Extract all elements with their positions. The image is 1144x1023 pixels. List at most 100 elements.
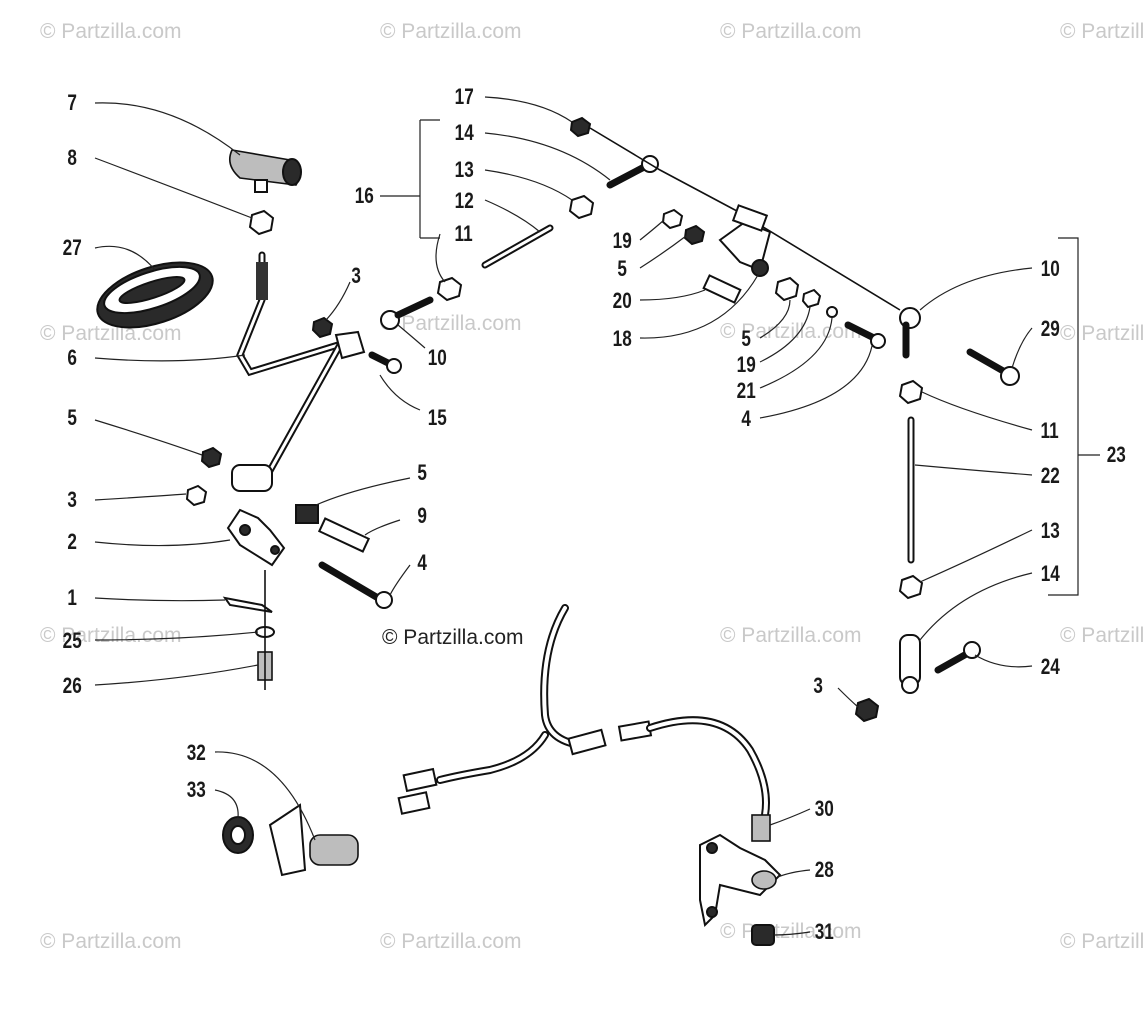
part-19-washer-right: [801, 288, 822, 309]
callout-29: 29: [1041, 317, 1060, 342]
part-5-spacer-right: [774, 276, 800, 302]
watermark: © Partzilla.com: [720, 624, 862, 647]
leader-lines: [94, 96, 1100, 936]
callout-8: 8: [67, 146, 77, 171]
callout-5: 5: [417, 461, 427, 486]
part-wiring-harness: [397, 604, 771, 842]
watermark: © Partzilla.com: [720, 20, 862, 43]
callout-4: 4: [741, 407, 751, 432]
part-3-nut: [311, 316, 334, 339]
callout-12: 12: [455, 189, 474, 214]
callout-16: 16: [355, 184, 374, 209]
callout-33: 33: [187, 778, 206, 803]
part-5-spacer: [683, 224, 706, 246]
callout-6: 6: [67, 346, 77, 371]
callout-5: 5: [67, 406, 77, 431]
part-10-rod-end: [380, 296, 434, 330]
part-13-nut-right: [898, 574, 924, 600]
watermark: © Partzilla.com: [1060, 322, 1144, 345]
part-pivot-bushing: [231, 464, 273, 492]
callout-1: 1: [67, 586, 77, 611]
partzilla-credit: © Partzilla.com: [382, 626, 524, 649]
callout-7: 7: [67, 91, 77, 116]
part-8-nut: [248, 209, 275, 236]
callout-layer: 7 8 27 6 3 10 15 5 5 3 9 2 4 1 25 26 16 …: [63, 85, 1126, 945]
watermark: © Partzilla.com: [1060, 930, 1144, 953]
callout-3: 3: [67, 488, 77, 513]
watermark: © Partzilla.com: [380, 312, 522, 335]
callout-9: 9: [417, 504, 427, 529]
callout-21: 21: [737, 379, 756, 404]
part-10-rod-end-right: [899, 307, 921, 359]
callout-14: 14: [455, 121, 474, 146]
part-32-switch: [268, 803, 359, 877]
callout-13: 13: [1041, 519, 1060, 544]
part-19-washer: [661, 208, 684, 230]
callout-22: 22: [1041, 464, 1060, 489]
part-29-bolt: [966, 348, 1020, 386]
part-21-washer: [826, 306, 838, 318]
part-4-bolt-right: [844, 321, 886, 349]
part-18-bracket: [718, 204, 772, 277]
part-24-bolt: [934, 641, 981, 674]
callout-26: 26: [63, 674, 82, 699]
part-13-nut: [568, 194, 595, 220]
part-31-plug: [751, 924, 775, 946]
callout-13: 13: [455, 158, 474, 183]
callout-10: 10: [428, 346, 447, 371]
callout-4: 4: [417, 551, 427, 576]
part-28-bracket: [699, 833, 782, 928]
callout-17: 17: [455, 85, 474, 110]
watermark: © Partzilla.com: [380, 20, 522, 43]
watermark: © Partzilla.com: [40, 322, 182, 345]
part-20-sleeve: [702, 274, 742, 304]
callout-11: 11: [455, 222, 473, 247]
watermark: © Partzilla.com: [1060, 20, 1144, 43]
callout-23: 23: [1107, 443, 1126, 468]
watermark-layer: © Partzilla.com © Partzilla.com © Partzi…: [40, 20, 1144, 953]
callout-15: 15: [428, 406, 447, 431]
callout-30: 30: [815, 797, 834, 822]
part-1-plate: [222, 596, 273, 613]
callout-24: 24: [1041, 655, 1060, 680]
callout-14: 14: [1041, 562, 1060, 587]
part-3-nut-left: [185, 484, 208, 507]
callout-3: 3: [351, 264, 361, 289]
part-3-nut-lower: [854, 697, 880, 723]
callout-2: 2: [67, 530, 77, 555]
part-11-nut-right: [898, 379, 924, 405]
part-12-rod: [481, 224, 554, 269]
part-9-sleeve: [317, 517, 371, 553]
part-7-knob: [229, 149, 302, 193]
callout-18: 18: [613, 327, 632, 352]
part-27-pad: [96, 261, 214, 329]
callout-3: 3: [813, 674, 823, 699]
watermark: © Partzilla.com: [380, 930, 522, 953]
part-14-rod-end-lower: [899, 634, 921, 694]
part-11-nut: [436, 276, 463, 302]
centerline: [589, 127, 901, 311]
callout-25: 25: [63, 629, 82, 654]
callout-31: 31: [815, 920, 834, 945]
part-17-nut: [569, 116, 592, 138]
part-2-bracket: [226, 508, 286, 567]
part-33-nut: [222, 816, 254, 854]
callout-20: 20: [613, 289, 632, 314]
callout-28: 28: [815, 858, 834, 883]
callout-5: 5: [617, 257, 627, 282]
callout-32: 32: [187, 741, 206, 766]
part-6-shift-lever: [236, 251, 366, 489]
parts-layer: [96, 116, 1020, 946]
part-14-rod-end: [606, 155, 659, 189]
callout-19: 19: [737, 353, 756, 378]
watermark: © Partzilla.com: [1060, 624, 1144, 647]
callout-10: 10: [1041, 257, 1060, 282]
callout-19: 19: [613, 229, 632, 254]
callout-11: 11: [1041, 419, 1059, 444]
part-5-spacer-mid: [295, 504, 319, 524]
watermark: © Partzilla.com: [40, 20, 182, 43]
part-5-spacer-left: [200, 446, 223, 469]
callout-27: 27: [63, 236, 82, 261]
